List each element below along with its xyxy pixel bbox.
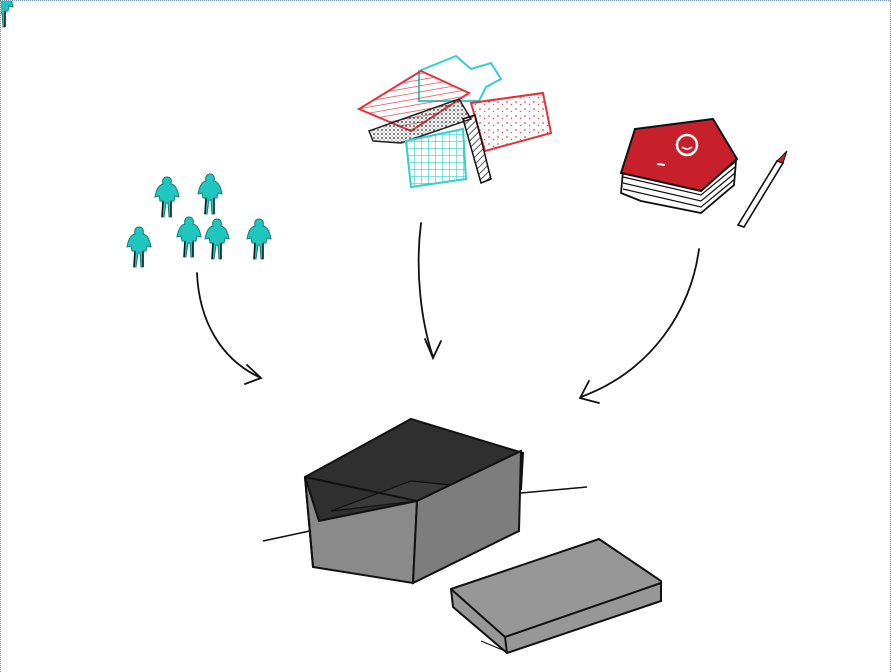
person-figure [205, 219, 229, 259]
person-figure [198, 174, 222, 214]
person-figure [127, 227, 151, 267]
lid-icon [451, 539, 661, 653]
books-icon [621, 119, 737, 213]
arrow-house-to-box [419, 223, 441, 358]
person-figure [177, 217, 201, 257]
box-icon [263, 419, 587, 583]
arrow-books-to-box [580, 249, 699, 403]
house-icon [359, 56, 551, 187]
person-figure [247, 219, 271, 259]
people-icon [1, 1, 271, 267]
pencil-icon [738, 151, 787, 227]
arrow-people-to-box [197, 273, 261, 384]
person-figure [155, 177, 179, 217]
